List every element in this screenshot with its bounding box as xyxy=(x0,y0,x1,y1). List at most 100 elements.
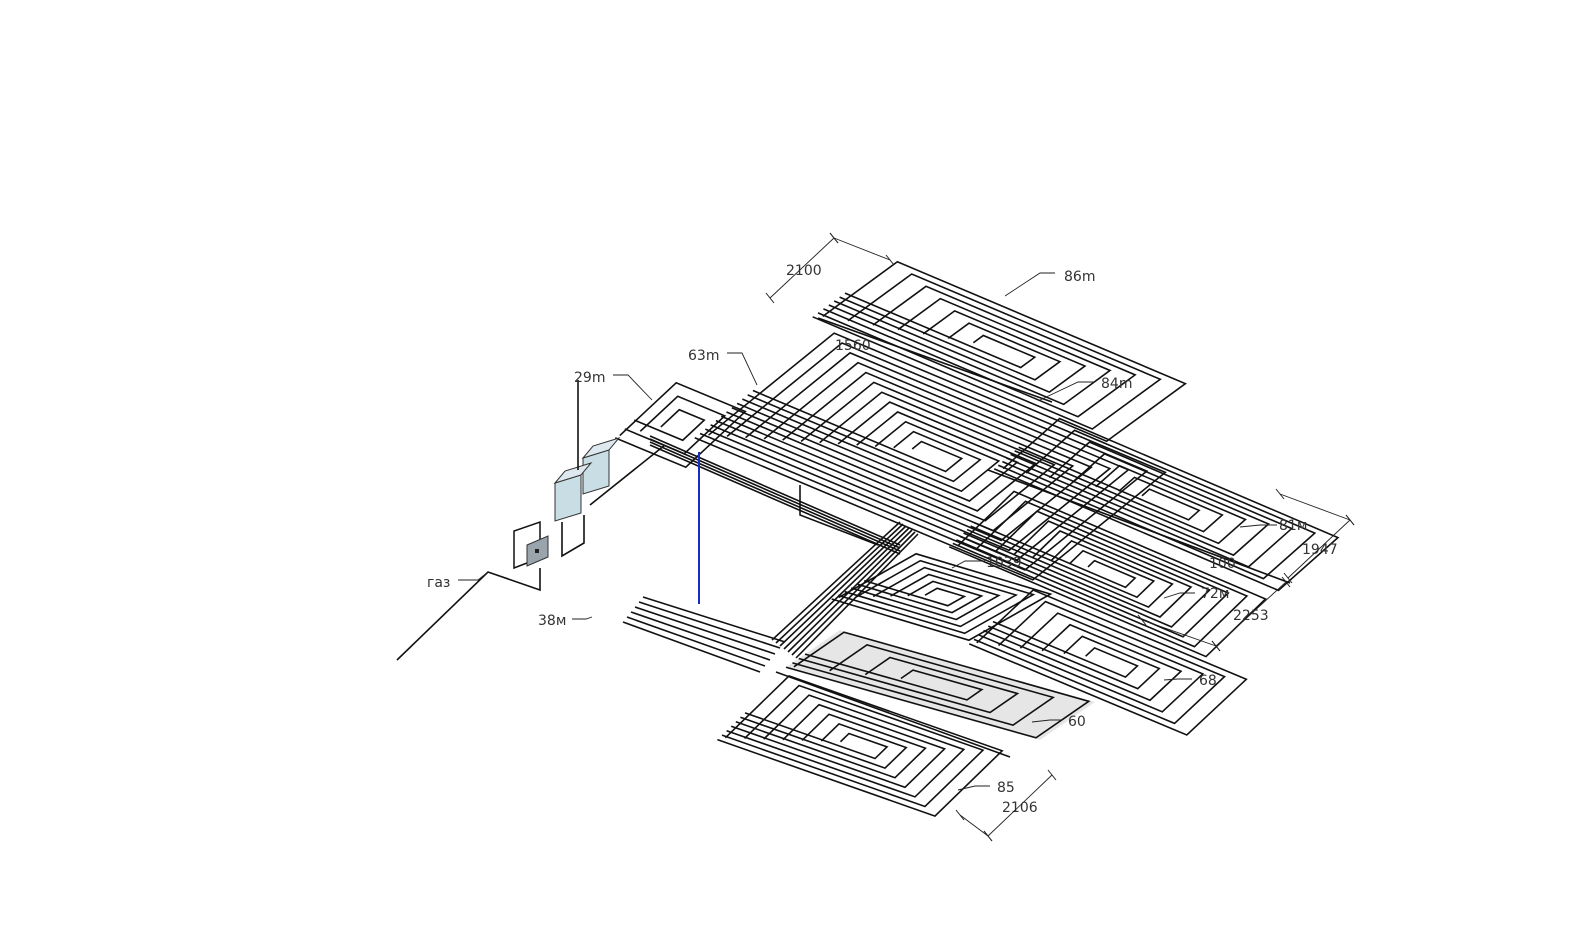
dim-line xyxy=(1141,619,1217,647)
leader-29m xyxy=(613,374,653,401)
pipe-turn xyxy=(721,684,985,808)
loop-60 xyxy=(785,630,1095,740)
pipe-turn xyxy=(956,510,1230,638)
dim-2106-side xyxy=(983,769,1057,842)
loop-label-72m: 72м xyxy=(1201,586,1229,602)
pipe-turn xyxy=(851,573,1001,621)
pipe-turn xyxy=(844,292,1037,369)
loop-38m-line xyxy=(622,621,761,673)
supply-pipe xyxy=(791,531,916,656)
pipe-turn xyxy=(1006,452,1271,557)
pipe-turn xyxy=(978,612,1205,713)
pipe-turn xyxy=(730,703,947,789)
dim-label-100: 100 xyxy=(1209,556,1236,572)
pipe-turn xyxy=(720,381,1075,532)
gas-pipe xyxy=(396,568,541,661)
pipe-turn xyxy=(715,371,1093,542)
pipe-turn xyxy=(864,579,967,607)
pipe-turn xyxy=(744,712,889,760)
boiler-pipe xyxy=(589,444,666,506)
pipe-turn xyxy=(828,297,1112,406)
dim-line xyxy=(833,237,891,261)
leader-86m xyxy=(1004,272,1055,297)
supply-pipe xyxy=(795,533,919,659)
dim-tick xyxy=(885,254,895,266)
pipe-turn xyxy=(993,417,1340,592)
pipe-turn xyxy=(959,520,1212,628)
dim-tick xyxy=(1275,488,1285,500)
loop-38m-line xyxy=(626,616,766,667)
pipe-turn xyxy=(804,653,984,701)
pipe-turn xyxy=(857,580,984,614)
loop-label-85: 85 xyxy=(997,780,1015,796)
pipe-turn xyxy=(633,408,706,442)
pipe-turn xyxy=(817,273,1162,430)
leader-72m xyxy=(1163,592,1195,599)
boiler-pipe xyxy=(561,515,585,558)
dim-label-2106: 2106 xyxy=(1002,800,1038,816)
loop-38m-line xyxy=(642,596,786,643)
pipe-turn xyxy=(970,525,1156,599)
dim-tick xyxy=(1047,769,1057,781)
dim-line xyxy=(769,237,835,299)
dim-tick xyxy=(955,809,965,821)
dim-1947-side xyxy=(1283,514,1355,584)
dim-2100-top xyxy=(829,232,895,266)
supply-pipe xyxy=(779,525,907,647)
loop-label-84m: 84m xyxy=(1101,376,1132,392)
dim-tick xyxy=(765,292,775,304)
pipe-turn xyxy=(973,600,1226,725)
loop-label-38m: 38м xyxy=(538,613,566,629)
dim-label-2253: 2253 xyxy=(1233,608,1269,624)
manifold-header xyxy=(649,441,901,552)
loop-label-63m: 63m xyxy=(688,348,719,364)
pipe-turn xyxy=(742,398,1001,493)
dim-2100-side xyxy=(765,232,839,304)
leader-68 xyxy=(1163,678,1192,681)
pipe-turn xyxy=(726,391,1056,522)
loop-1039 xyxy=(831,552,1053,642)
pipe-turn xyxy=(973,521,1137,589)
loop-fill xyxy=(785,630,1095,740)
loop-38m-line xyxy=(630,611,771,661)
collector-pipe xyxy=(987,469,1291,584)
pipe-turn xyxy=(992,620,1139,679)
dim-line xyxy=(987,774,1053,837)
dim-label-1560: 1560 xyxy=(835,338,871,354)
loop-label-60: 60 xyxy=(1068,714,1086,730)
pipe-turn xyxy=(966,528,1174,609)
pipe-turn xyxy=(740,716,908,770)
dim-line xyxy=(1215,581,1287,647)
dim-2106 xyxy=(955,809,993,842)
pipe-turn xyxy=(752,389,964,473)
pipe-turn xyxy=(963,530,1193,618)
pipe-turn xyxy=(792,643,1056,727)
manifold-pipe xyxy=(799,485,879,546)
dim-label-2100: 2100 xyxy=(786,263,822,279)
leader-38m xyxy=(572,616,593,620)
loop-85 xyxy=(717,675,1004,817)
dim-tick xyxy=(1283,572,1293,584)
manifold-header xyxy=(649,435,901,546)
pipe-turn xyxy=(952,500,1249,648)
pipe-turn xyxy=(983,623,1183,702)
pipe-turn xyxy=(785,631,1091,739)
leader-gas xyxy=(458,571,489,581)
pipe-turn xyxy=(844,566,1019,628)
dim-tick xyxy=(983,830,993,842)
pipe-turn xyxy=(837,559,1036,635)
dim-tick xyxy=(829,232,839,244)
loop-68 xyxy=(968,589,1248,736)
equipment-and-pipes xyxy=(396,317,1291,758)
pipe-turn xyxy=(710,361,1112,552)
pipe-turn xyxy=(839,296,1062,381)
leader-81m xyxy=(1239,524,1277,528)
loop-label-86m: 86m xyxy=(1064,269,1095,285)
loop-72m xyxy=(948,490,1267,658)
gas-meter-dial xyxy=(535,549,539,553)
box-top xyxy=(581,437,621,459)
manifold-header xyxy=(649,438,901,549)
pipe-turn xyxy=(699,342,1149,571)
dim-line xyxy=(1279,493,1351,521)
